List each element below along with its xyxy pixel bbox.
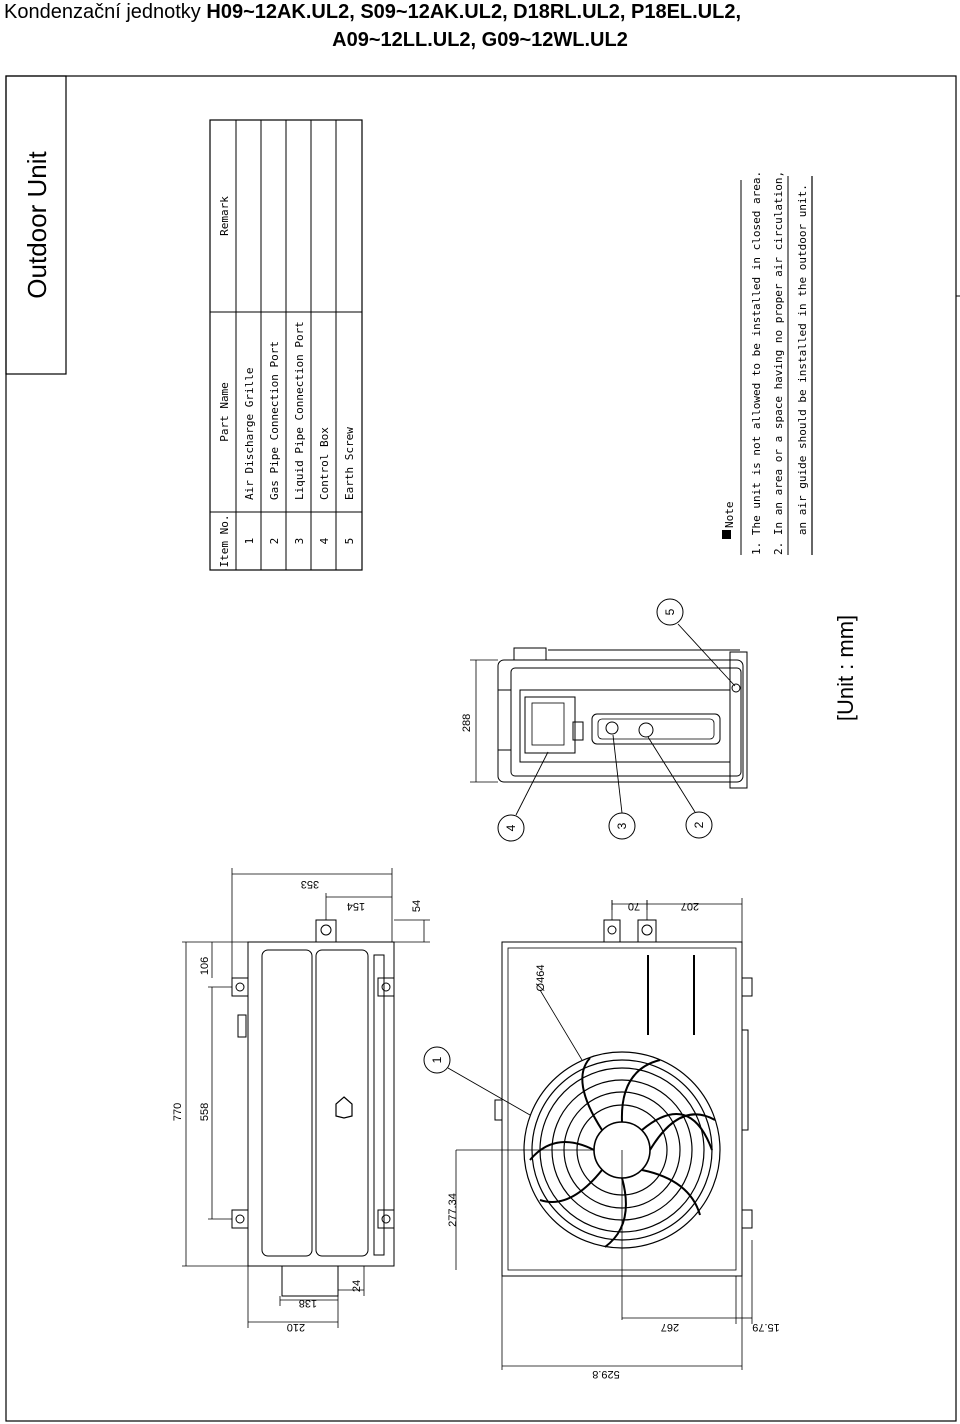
callout-5: 5 [656, 598, 736, 687]
svg-text:1: 1 [430, 1056, 444, 1063]
svg-text:4: 4 [504, 824, 518, 831]
dim-front-277-label: 277.34 [447, 1193, 459, 1227]
dim-top-24-label: 24 [351, 1280, 363, 1292]
callout-2: 2 [647, 736, 713, 839]
table-row-2-name: Gas Pipe Connection Port [268, 341, 281, 500]
svg-text:5: 5 [663, 608, 677, 615]
note-block: Note 1. The unit is not allowed to be in… [722, 171, 813, 555]
table-row-3-no: 3 [293, 538, 306, 545]
table-row-1-name: Air Discharge Grille [243, 368, 256, 500]
dim-front-267-label: 267 [661, 1321, 679, 1333]
dim-front-207-label: 207 [681, 900, 699, 912]
dim-front-fan-dia-label: Ø464 [535, 965, 547, 992]
top-view-dimension-lines [182, 868, 430, 1328]
note-line-1: 1. The unit is not allowed to be install… [750, 171, 763, 555]
drawing-title: Outdoor Unit [22, 151, 52, 299]
table-row-4-no: 4 [318, 537, 331, 544]
dim-top-558-label: 558 [199, 1103, 211, 1121]
dim-front-15-label: 15.79 [752, 1321, 780, 1333]
table-row-1-no: 1 [243, 538, 256, 545]
dim-front-70-label: 70 [628, 900, 640, 912]
dim-top-54-label: 54 [411, 900, 423, 912]
dim-top-138-label: 138 [299, 1297, 317, 1309]
front-view-dimension-lines [455, 898, 753, 1370]
header-models-line-2: A09~12LL.UL2, G09~12WL.UL2 [332, 29, 628, 51]
dim-top-106-label: 106 [199, 957, 211, 975]
note-line-2: 2. In an area or a space having no prope… [772, 171, 785, 555]
table-row-3-name: Liquid Pipe Connection Port [293, 321, 306, 500]
unit-label: [Unit : mm] [833, 615, 858, 721]
dim-top-depth-label: 353 [301, 878, 319, 890]
side-view [497, 647, 748, 789]
note-bullet-icon [722, 530, 731, 539]
table-row-4-name: Control Box [318, 427, 331, 500]
svg-text:2: 2 [692, 821, 706, 828]
dim-top-770-label: 770 [172, 1103, 184, 1121]
title-box [5, 75, 67, 375]
drawing-frame [5, 75, 957, 1422]
dim-side-height [470, 659, 498, 783]
table-row-5-no: 5 [343, 538, 356, 545]
callout-3: 3 [608, 734, 636, 840]
top-view [231, 919, 395, 1297]
parts-table: Item No. Part Name Remark 1 Air Discharg… [209, 119, 363, 571]
dim-front-529-label: 529.8 [592, 1368, 620, 1380]
table-row-2-no: 2 [268, 538, 281, 545]
dim-top-210-label: 210 [287, 1321, 305, 1333]
callout-1: 1 [423, 1046, 531, 1116]
callout-4: 4 [497, 751, 549, 842]
dim-side-height-label: 288 [461, 714, 473, 732]
table-header-part-name: Part Name [218, 382, 231, 442]
table-row-5-name: Earth Screw [343, 427, 356, 500]
svg-text:3: 3 [615, 822, 629, 829]
header-prefix: Kondenzační jednotky [4, 1, 201, 23]
dim-top-154-label: 154 [347, 900, 365, 912]
note-line-3: an air guide should be installed in the … [796, 184, 809, 555]
table-header-item-no: Item No. [218, 515, 231, 568]
header-models-line-1: H09~12AK.UL2, S09~12AK.UL2, D18RL.UL2, P… [206, 1, 742, 23]
table-header-remark: Remark [218, 196, 231, 236]
note-title: Note [723, 502, 736, 529]
header-line-1: Kondenzační jednotky H09~12AK.UL2, S09~1… [4, 0, 741, 24]
